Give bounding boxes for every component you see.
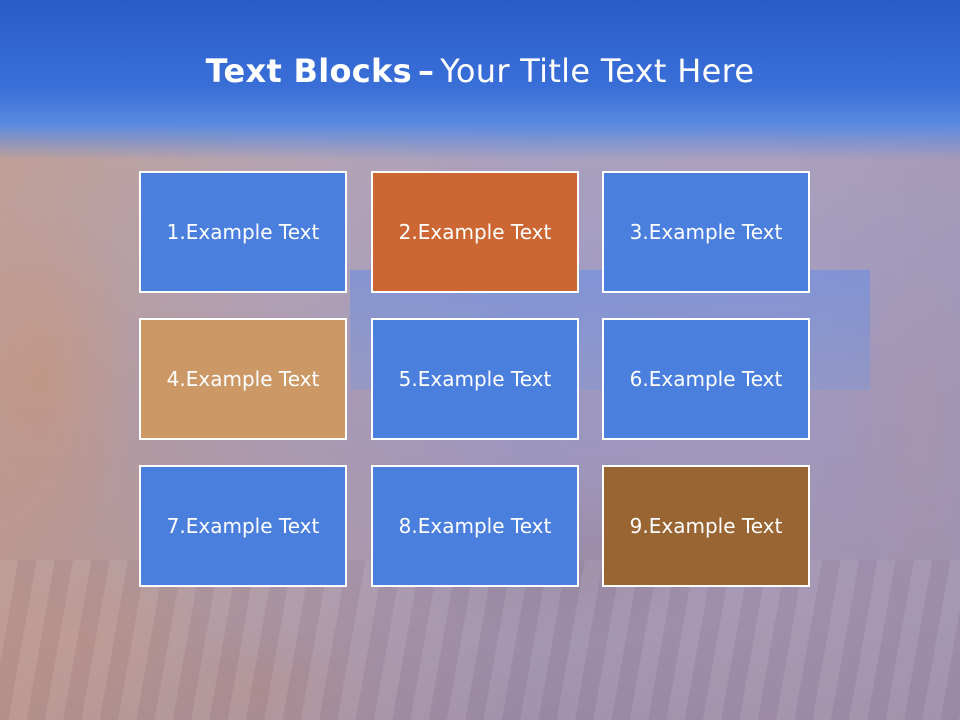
text-block-7[interactable]: 7.Example Text <box>139 465 347 587</box>
title-banner <box>0 0 960 160</box>
text-block-label: 8.Example Text <box>398 514 552 538</box>
text-block-label: 2.Example Text <box>398 220 552 244</box>
text-block-6[interactable]: 6.Example Text <box>602 318 810 440</box>
text-block-2[interactable]: 2.Example Text <box>371 171 579 293</box>
title-dash: – <box>417 52 435 90</box>
text-block-8[interactable]: 8.Example Text <box>371 465 579 587</box>
text-block-5[interactable]: 5.Example Text <box>371 318 579 440</box>
text-block-label: 3.Example Text <box>629 220 783 244</box>
text-block-3[interactable]: 3.Example Text <box>602 171 810 293</box>
text-block-4[interactable]: 4.Example Text <box>139 318 347 440</box>
text-block-label: 6.Example Text <box>629 367 783 391</box>
text-block-label: 9.Example Text <box>629 514 783 538</box>
text-block-label: 5.Example Text <box>398 367 552 391</box>
text-block-label: 4.Example Text <box>166 367 320 391</box>
title-rest-part: Your Title Text Here <box>440 52 755 90</box>
text-block-9[interactable]: 9.Example Text <box>602 465 810 587</box>
slide-title: Text Blocks–Your Title Text Here <box>0 52 960 90</box>
text-block-label: 7.Example Text <box>166 514 320 538</box>
text-block-1[interactable]: 1.Example Text <box>139 171 347 293</box>
text-block-label: 1.Example Text <box>166 220 320 244</box>
title-bold-part: Text Blocks <box>205 52 412 90</box>
